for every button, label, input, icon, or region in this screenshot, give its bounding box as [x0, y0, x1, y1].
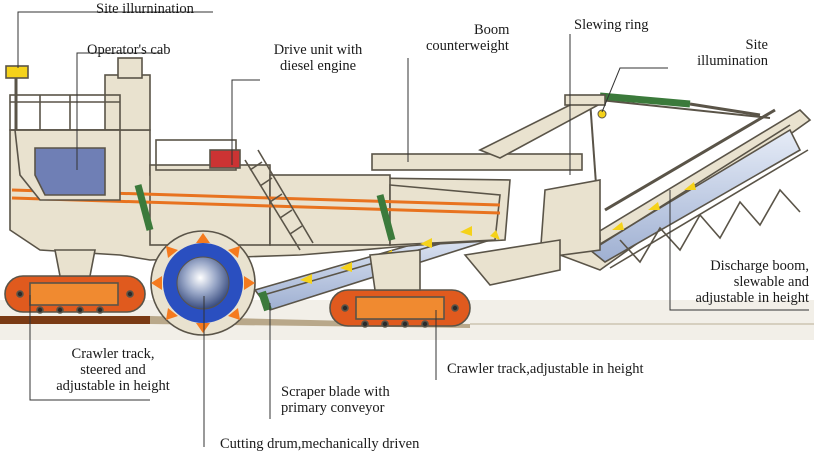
label-scraper-blade-line1: Scraper blade with — [281, 384, 390, 400]
label-crawler-track-left-line2: steered and — [80, 362, 146, 378]
crawler-track-left — [4, 249, 146, 314]
label-crawler-track-left-line3: adjustable in height — [56, 378, 170, 394]
label-site-illumination-right-line1: Site — [745, 37, 768, 53]
leader-lines — [17, 11, 809, 447]
cutting-drum — [150, 230, 256, 336]
label-crawler-track-right: Crawler track,adjustable in height — [447, 361, 644, 377]
label-discharge-boom-line2: slewable and — [733, 274, 809, 290]
label-crawler-track-left: Crawler track, steered and adjustable in… — [40, 346, 186, 394]
crawler-track-right — [329, 249, 471, 328]
label-site-illumination-left: Site illurnination — [96, 1, 194, 17]
label-discharge-boom-line3: adjustable in height — [695, 290, 809, 306]
label-boom-counterweight: Boom counterweight — [426, 22, 509, 54]
label-boom-counterweight-line2: counterweight — [426, 38, 509, 54]
label-boom-counterweight-line1: Boom — [474, 22, 510, 38]
label-discharge-boom-line1: Discharge boom, — [710, 258, 809, 274]
site-light-left — [5, 65, 29, 130]
operators-cab — [9, 94, 121, 201]
label-scraper-blade-line2: primary conveyor — [281, 400, 385, 416]
ladder — [244, 149, 314, 251]
label-drive-unit-line1: Drive unit with — [273, 42, 363, 58]
slewing-cylinder — [597, 92, 761, 119]
label-discharge-boom: Discharge boom, slewable and adjustable … — [664, 258, 809, 306]
label-drive-unit: Drive unit with diesel engine — [262, 42, 374, 74]
label-slewing-ring: Slewing ring — [574, 17, 649, 33]
label-site-illumination-right-line2: illumination — [697, 53, 768, 69]
boom-arrows — [612, 182, 696, 230]
label-drive-unit-line2: diesel engine — [279, 58, 357, 74]
label-crawler-track-left-line1: Crawler track, — [71, 346, 155, 362]
hydraulic-rams — [134, 184, 396, 312]
label-cutting-drum: Cutting drum,mechanically driven — [220, 436, 420, 452]
label-scraper-blade: Scraper blade with primary conveyor — [281, 384, 390, 416]
label-site-illumination-right: Site illumination — [660, 37, 768, 69]
label-operators-cab: Operator's cab — [87, 42, 171, 58]
